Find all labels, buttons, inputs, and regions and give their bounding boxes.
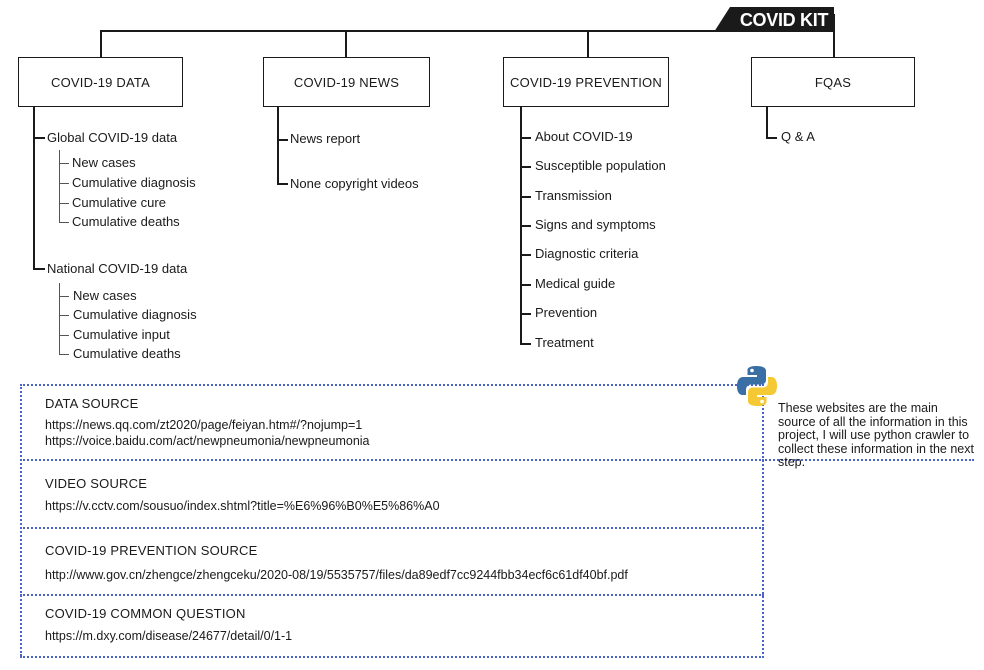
tree-item-news-report[interactable]: News report bbox=[290, 131, 361, 146]
tree-item-national-data[interactable]: National COVID-19 data bbox=[47, 261, 188, 276]
tree-item-global-data[interactable]: Global COVID-19 data bbox=[47, 130, 178, 145]
tree-connector bbox=[33, 107, 35, 268]
category-box-data[interactable]: COVID-19 DATA bbox=[18, 57, 183, 107]
banner-title: COVID KIT bbox=[739, 10, 829, 30]
tree-connector bbox=[277, 183, 288, 185]
tree-item-signs-and-symptoms[interactable]: Signs and symptoms bbox=[535, 217, 656, 232]
tree-connector bbox=[277, 139, 288, 141]
tree-connector bbox=[59, 163, 69, 164]
tree-item-global-new-cases[interactable]: New cases bbox=[72, 155, 136, 170]
tree-item-global-cumulative-diagnosis[interactable]: Cumulative diagnosis bbox=[72, 175, 196, 190]
source-title-question: COVID-19 COMMON QUESTION bbox=[45, 606, 246, 621]
tree-connector bbox=[520, 137, 531, 139]
source-title-data: DATA SOURCE bbox=[45, 396, 139, 411]
banner-background bbox=[714, 7, 834, 32]
tree-connector bbox=[520, 343, 531, 345]
tree-connector bbox=[59, 183, 69, 184]
tree-connector bbox=[33, 137, 45, 139]
tree-item-global-cumulative-cure[interactable]: Cumulative cure bbox=[72, 195, 166, 210]
tree-connector bbox=[587, 30, 589, 58]
source-url-gov[interactable]: http://www.gov.cn/zhengce/zhengceku/2020… bbox=[45, 568, 628, 582]
tree-item-global-cumulative-deaths[interactable]: Cumulative deaths bbox=[72, 214, 180, 229]
tree-connector bbox=[766, 137, 777, 139]
source-frame-border bbox=[20, 384, 22, 656]
tree-connector bbox=[59, 335, 69, 336]
source-title-prevention: COVID-19 PREVENTION SOURCE bbox=[45, 543, 258, 558]
tree-connector bbox=[100, 30, 102, 58]
source-frame-border bbox=[762, 384, 764, 658]
category-box-fqas[interactable]: FQAS bbox=[751, 57, 915, 107]
source-frame-border bbox=[20, 527, 764, 529]
tree-item-medical-guide[interactable]: Medical guide bbox=[535, 276, 616, 291]
tree-item-treatment[interactable]: Treatment bbox=[535, 335, 594, 350]
tree-connector bbox=[59, 222, 69, 223]
tree-item-prevention[interactable]: Prevention bbox=[535, 305, 598, 320]
source-frame-border bbox=[20, 656, 764, 658]
tree-item-about-covid[interactable]: About COVID-19 bbox=[535, 129, 633, 144]
tree-connector bbox=[59, 150, 60, 222]
source-frame-border bbox=[762, 459, 974, 461]
tree-connector bbox=[59, 354, 69, 355]
tree-item-national-cumulative-input[interactable]: Cumulative input bbox=[73, 327, 170, 342]
tree-connector bbox=[520, 284, 531, 286]
tree-connector bbox=[33, 268, 45, 270]
python-logo-icon bbox=[737, 366, 777, 406]
tree-connector bbox=[277, 107, 279, 184]
source-url-baidu[interactable]: https://voice.baidu.com/act/newpneumonia… bbox=[45, 434, 370, 448]
tree-item-transmission[interactable]: Transmission bbox=[535, 188, 612, 203]
tree-connector bbox=[520, 166, 531, 168]
source-url-cctv[interactable]: https://v.cctv.com/sousuo/index.shtml?ti… bbox=[45, 499, 440, 513]
tree-item-national-cumulative-diagnosis[interactable]: Cumulative diagnosis bbox=[73, 307, 197, 322]
source-frame-border bbox=[20, 594, 764, 596]
source-note: These websites are the main source of al… bbox=[778, 401, 974, 469]
source-frame-border bbox=[20, 459, 764, 461]
tree-item-susceptible-population[interactable]: Susceptible population bbox=[535, 158, 666, 173]
tree-connector bbox=[520, 313, 531, 315]
tree-connector bbox=[59, 203, 69, 204]
tree-item-national-cumulative-deaths[interactable]: Cumulative deaths bbox=[73, 346, 181, 361]
tree-connector bbox=[59, 315, 69, 316]
category-box-prevention[interactable]: COVID-19 PREVENTION bbox=[503, 57, 669, 107]
source-title-video: VIDEO SOURCE bbox=[45, 476, 148, 491]
category-box-news[interactable]: COVID-19 NEWS bbox=[263, 57, 430, 107]
tree-connector bbox=[520, 196, 531, 198]
tree-connector bbox=[520, 225, 531, 227]
tree-item-none-copyright-videos[interactable]: None copyright videos bbox=[290, 176, 419, 191]
tree-connector bbox=[520, 254, 531, 256]
tree-connector bbox=[100, 30, 834, 32]
tree-item-national-new-cases[interactable]: New cases bbox=[73, 288, 137, 303]
tree-connector bbox=[59, 283, 60, 355]
tree-connector bbox=[833, 14, 835, 58]
source-frame-border bbox=[20, 384, 764, 386]
tree-connector bbox=[59, 296, 69, 297]
source-url-qq[interactable]: https://news.qq.com/zt2020/page/feiyan.h… bbox=[45, 418, 363, 432]
source-url-dxy[interactable]: https://m.dxy.com/disease/24677/detail/0… bbox=[45, 629, 293, 643]
tree-connector bbox=[766, 107, 768, 138]
tree-item-q-and-a[interactable]: Q & A bbox=[781, 129, 815, 144]
tree-item-diagnostic-criteria[interactable]: Diagnostic criteria bbox=[535, 246, 639, 261]
tree-connector bbox=[345, 30, 347, 58]
